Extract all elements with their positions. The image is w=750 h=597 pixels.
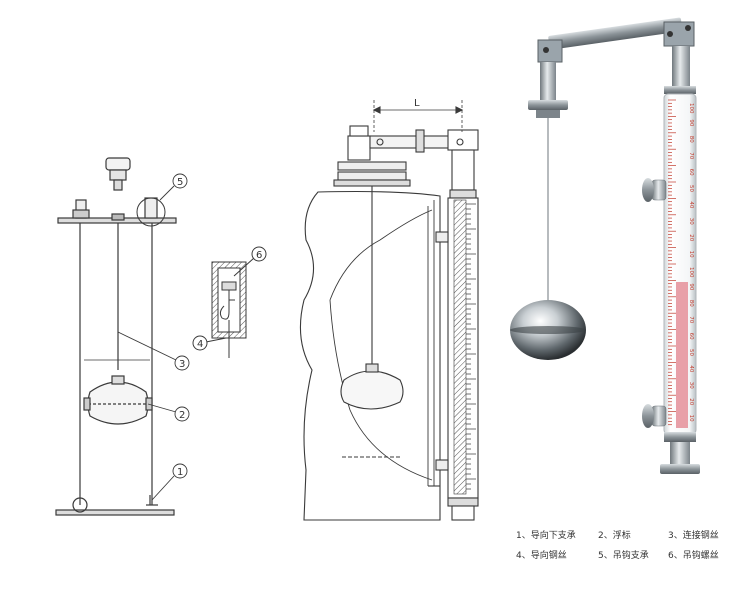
scale-number: 90 bbox=[688, 119, 694, 126]
callout-3: 3 bbox=[179, 359, 185, 370]
callout-labels-left: 5 3 2 1 bbox=[177, 177, 185, 478]
scale-number: 100 bbox=[688, 267, 694, 278]
sensor-head bbox=[105, 157, 131, 171]
scale-number: 80 bbox=[688, 300, 694, 307]
callout-5: 5 bbox=[177, 177, 183, 188]
scale-number: 50 bbox=[688, 349, 694, 356]
scale-number: 50 bbox=[688, 185, 694, 192]
callout-2: 2 bbox=[179, 410, 185, 421]
scale-number: 100 bbox=[688, 103, 694, 114]
middle-gauge-ticks bbox=[466, 203, 476, 490]
scale-number: 20 bbox=[688, 234, 694, 241]
float-middle bbox=[340, 370, 404, 410]
left-schematic bbox=[55, 157, 177, 516]
scale-number: 20 bbox=[688, 398, 694, 405]
legend-item-6: 6、吊钩螺丝 bbox=[668, 550, 719, 561]
legend-item-5: 5、吊钩支承 bbox=[598, 550, 649, 561]
tank-section bbox=[299, 100, 479, 521]
legend-row: 4、导向钢丝 5、吊钩支承 6、吊钩螺丝 bbox=[516, 544, 746, 564]
bottom-support-plate bbox=[55, 509, 175, 516]
callout-4: 4 bbox=[197, 339, 203, 350]
scale-number: 40 bbox=[688, 365, 694, 372]
callout-1: 1 bbox=[177, 467, 183, 478]
legend-row: 1、导向下支承 2、浮标 3、连接钢丝 bbox=[516, 524, 746, 544]
scale-number: 60 bbox=[688, 169, 694, 176]
hook-support bbox=[144, 197, 158, 219]
dimension-label-l: L bbox=[414, 98, 420, 109]
legend-item-3: 3、连接钢丝 bbox=[668, 530, 719, 541]
callouts-left bbox=[117, 173, 190, 501]
legend: 1、导向下支承 2、浮标 3、连接钢丝 4、导向钢丝 5、吊钩支承 6、吊钩螺丝 bbox=[516, 524, 746, 564]
scale-number: 80 bbox=[688, 136, 694, 143]
scale-number: 40 bbox=[688, 201, 694, 208]
scale-number: 90 bbox=[688, 283, 694, 290]
scale-number: 70 bbox=[688, 316, 694, 323]
callout-6: 6 bbox=[256, 250, 262, 261]
scale-number: 10 bbox=[688, 251, 694, 258]
legend-item-2: 2、浮标 bbox=[598, 530, 631, 541]
scale-number: 30 bbox=[688, 382, 694, 389]
scale-number: 30 bbox=[688, 218, 694, 225]
hook-detail bbox=[192, 246, 267, 358]
scale-number: 10 bbox=[688, 415, 694, 422]
scale-number: 60 bbox=[688, 333, 694, 340]
gauge-photo bbox=[510, 17, 700, 474]
gauge-photo-scale: 100 90 80 70 60 50 40 30 20 10 100 90 80 70 60 50 40 30 20… bbox=[668, 99, 694, 426]
red-indicator-column bbox=[676, 282, 688, 428]
scale-number: 70 bbox=[688, 152, 694, 159]
float-left bbox=[87, 381, 149, 425]
legend-item-4: 4、导向钢丝 bbox=[516, 550, 567, 561]
legend-item-1: 1、导向下支承 bbox=[516, 530, 576, 541]
